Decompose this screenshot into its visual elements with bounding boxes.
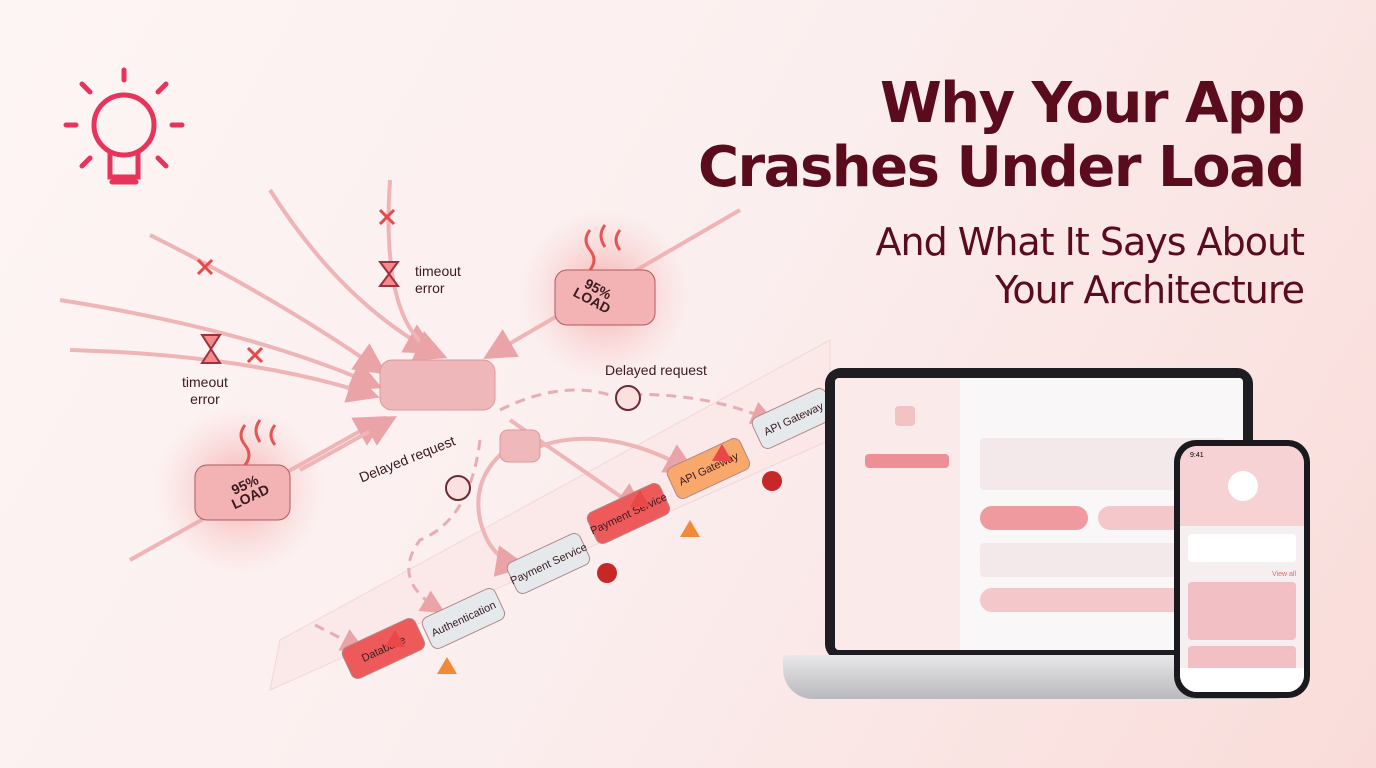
error-x-icons <box>196 208 396 364</box>
warning-icons <box>385 444 732 674</box>
timeout-label: timeout error <box>182 374 228 407</box>
timeout-label: timeout error <box>415 263 461 296</box>
phone-time: 9:41 <box>1190 452 1204 459</box>
delayed-request-label: Delayed request <box>605 362 707 378</box>
phone: 9:41 View all <box>1174 440 1310 698</box>
gear-load-icon-b <box>155 405 325 575</box>
view-all-link[interactable]: View all <box>1272 571 1296 578</box>
gear-load-icon-a <box>520 210 690 380</box>
lightbulb-logo-icon <box>63 67 185 185</box>
